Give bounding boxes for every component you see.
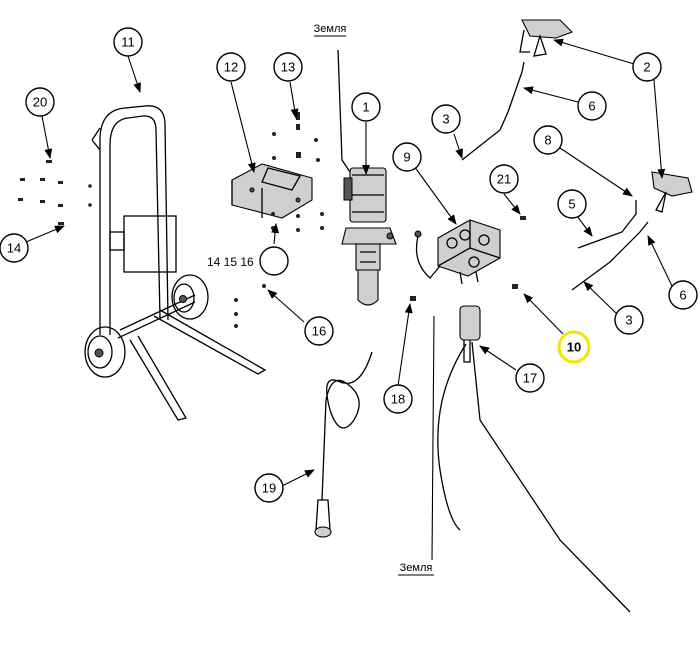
- cart-hardware-bolts: [18, 160, 92, 225]
- callout-6-top: 6: [577, 91, 607, 121]
- pump-assembly: [337, 49, 397, 306]
- multi-callout-label: 14 15 16: [207, 255, 254, 269]
- spray-gun-right: [651, 171, 693, 213]
- filter-manifold: [414, 219, 501, 285]
- cart-frame: [84, 105, 267, 421]
- svg-text:1: 1: [362, 100, 369, 115]
- callout-12: 12: [216, 52, 246, 82]
- callout-11: 11: [113, 27, 143, 57]
- callout-3-bottom: 3: [614, 305, 644, 335]
- suction-tube-assembly: [437, 305, 631, 613]
- svg-text:6: 6: [679, 288, 686, 303]
- small-fitting-21: [410, 216, 526, 301]
- callout-17: 17: [515, 363, 545, 393]
- svg-text:20: 20: [33, 95, 47, 110]
- mounting-bracket: [231, 163, 313, 219]
- svg-text:5: 5: [568, 197, 575, 212]
- ground-label-text: Земля: [314, 23, 347, 35]
- callout-13: 13: [273, 52, 303, 82]
- ground-label-top: Земля: [314, 23, 347, 37]
- extension-pole: [577, 200, 637, 249]
- svg-text:13: 13: [281, 60, 295, 75]
- svg-text:12: 12: [224, 60, 238, 75]
- svg-text:17: 17: [523, 371, 537, 386]
- whip-hose-bottom: [571, 221, 649, 291]
- callout-14-15-16: 14 15 16: [207, 246, 289, 276]
- suction-hose: [314, 351, 373, 538]
- bracket-hardware: [234, 112, 324, 328]
- callout-20: 20: [25, 87, 55, 117]
- callout-18: 18: [383, 384, 413, 414]
- callout-16: 16: [304, 316, 334, 346]
- callout-9: 9: [392, 142, 422, 172]
- svg-text:19: 19: [262, 481, 276, 496]
- callout-21: 21: [489, 164, 519, 194]
- leader-lines: [25, 38, 673, 561]
- svg-text:9: 9: [403, 150, 410, 165]
- callout-3-top: 3: [431, 104, 461, 134]
- callout-10-highlighted: 10: [557, 330, 591, 364]
- spray-gun-top: [519, 19, 573, 57]
- svg-text:16: 16: [312, 324, 326, 339]
- ground-label-bottom: Земля: [398, 562, 434, 576]
- callout-6-bottom: 6: [668, 280, 698, 310]
- svg-text:6: 6: [588, 99, 595, 114]
- callout-5: 5: [557, 189, 587, 219]
- svg-text:3: 3: [442, 112, 449, 127]
- svg-text:21: 21: [497, 172, 511, 187]
- whip-hose-top: [461, 61, 525, 161]
- svg-text:10: 10: [567, 340, 581, 355]
- callout-2: 2: [632, 52, 662, 82]
- svg-text:18: 18: [391, 392, 405, 407]
- callout-14: 14: [0, 233, 29, 263]
- svg-text:11: 11: [121, 35, 135, 50]
- svg-text:14: 14: [7, 241, 21, 256]
- svg-text:3: 3: [625, 313, 632, 328]
- callout-19: 19: [254, 473, 284, 503]
- callout-8: 8: [533, 125, 563, 155]
- svg-text:2: 2: [643, 60, 650, 75]
- callout-1: 1: [351, 92, 381, 122]
- ground-label-text: Земля: [400, 562, 433, 574]
- svg-text:8: 8: [544, 133, 551, 148]
